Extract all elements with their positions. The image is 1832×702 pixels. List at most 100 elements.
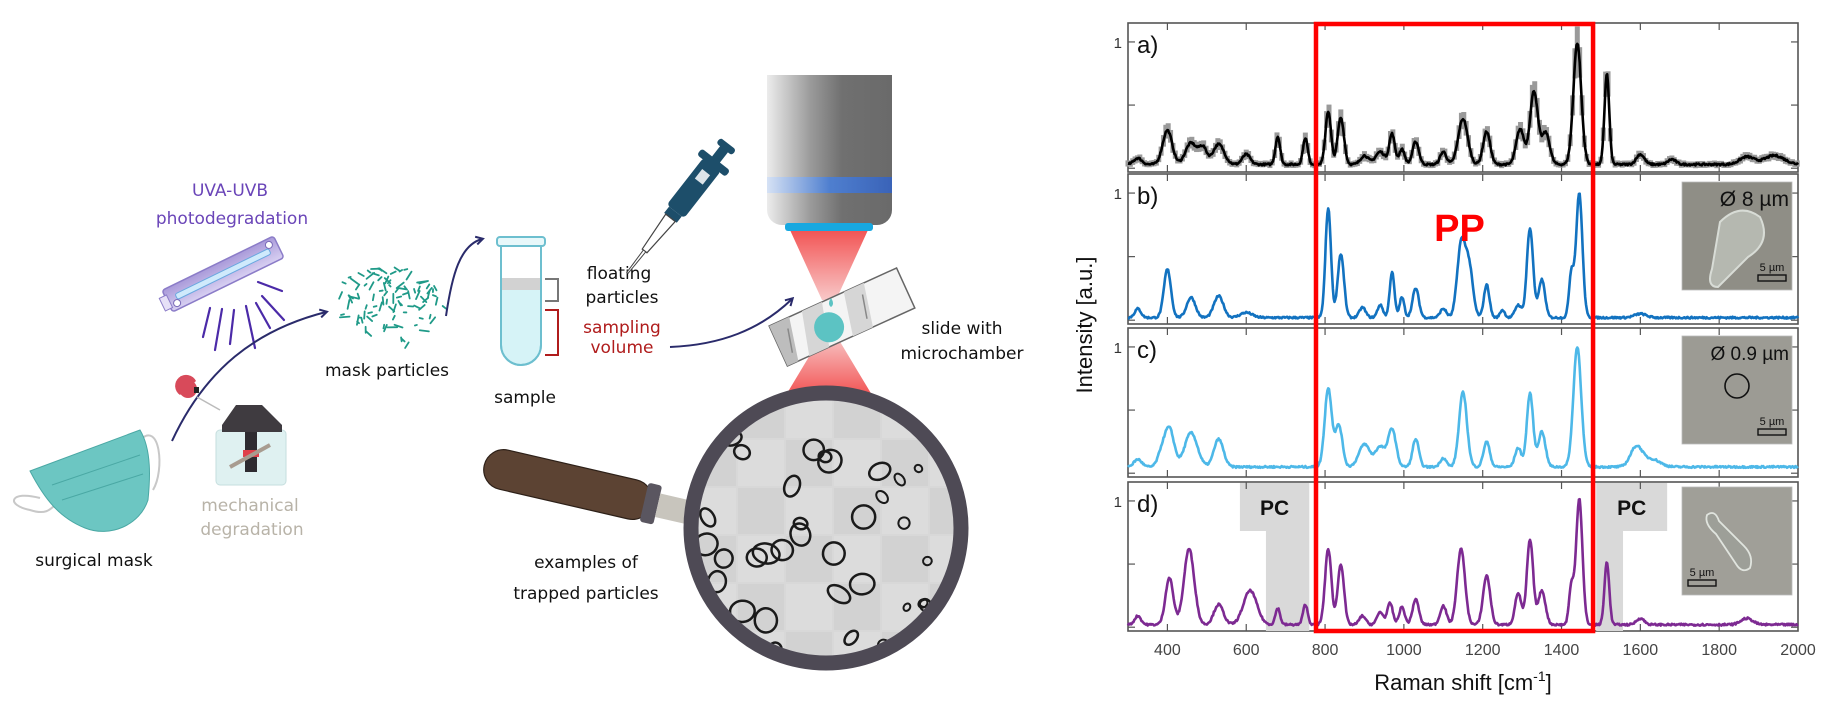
x-axis-label: Raman shift [cm-1] [1374,668,1552,695]
droplet-icon [829,298,833,307]
trapped-particle [732,443,752,461]
trapped-particle [792,516,809,531]
scale-bar-label: 5 µm [1760,416,1785,428]
panel-frame [1127,22,1799,173]
y-tick-label: 1 [1114,340,1122,357]
trapped-particle [913,463,924,474]
uv-label-line2: photodegradation [156,209,308,229]
y-tick-label: 1 [1114,35,1122,52]
panel-label: a) [1137,32,1158,59]
panel-a: 1 a) [1114,22,1800,173]
arrow-particles-to-sample [445,239,482,317]
trapped-particle [713,548,734,569]
x-tick-label: 1400 [1544,642,1580,659]
mask-particle [425,283,431,290]
trapped-particle [789,522,812,547]
mask-particle [399,302,403,307]
panel-b: 1 b) Ø 8 µm 5 µm [1114,173,1800,325]
mask-particle [393,323,404,329]
mask-particle [366,315,374,322]
mask-particle [395,295,403,299]
trapped-particle [893,472,906,487]
mask-particle [413,288,417,294]
mask-particles-label: mask particles [325,361,449,381]
trapped-particle [699,507,717,528]
mask-particle [356,320,360,325]
sample-tube-icon [496,236,546,366]
scale-bar-label: 5 µm [1760,262,1785,274]
mechanical-label-line1: mechanical [201,496,299,516]
trapped-particle [922,555,933,567]
mask-particle [434,296,439,306]
mask-particle [416,280,428,284]
scale-bar-label: 5 µm [1690,567,1715,579]
workflow-illustration: UVA-UVB photodegradation mechanical degr… [13,75,1024,671]
trapped-particle [698,532,719,557]
x-tick-label: 2000 [1780,642,1816,659]
mask-particle [338,291,343,300]
mask-particles-icon [338,266,447,349]
mask-particle [383,323,388,333]
laser-beam-top [790,230,868,300]
mask-particle [418,317,424,320]
mask-particle [381,296,385,306]
mask-particle [403,268,409,271]
lens-tile [882,488,928,534]
inset-micrograph-d: 5 µm [1681,486,1793,596]
pc-label: PC [1260,497,1289,520]
mask-particle [392,303,397,313]
spectrum-line-d [1126,497,1799,627]
pc-shaded-region [1239,483,1310,631]
inset-diameter-caption: Ø 8 µm [1720,188,1789,211]
pp-highlight-box [1313,21,1596,634]
inset-diameter-caption: Ø 0.9 µm [1710,344,1789,365]
trapped-particle [850,504,877,530]
panel-label: b) [1137,183,1158,210]
mask-particle [389,270,397,275]
mask-particle [415,290,421,301]
mask-particle [377,276,383,282]
mask-particle [395,281,405,289]
mask-particle [405,270,413,281]
microscope-objective-icon [767,75,892,231]
surgical-mask-label: surgical mask [35,551,153,571]
x-tick-label: 1600 [1623,642,1659,659]
surgical-mask-icon [13,429,161,532]
mask-particle [414,324,418,327]
arrow-mask-to-particles [171,312,326,442]
lens-tile [786,584,832,630]
mask-particle [413,304,422,310]
mask-particle [356,314,360,326]
mask-particle [355,283,361,291]
sampling-label-line2: volume [591,338,654,358]
mask-particle [365,330,373,337]
floating-label-line1: floating [587,264,651,284]
mask-particle [417,285,421,292]
scale-bar [1687,579,1717,587]
x-tick-label: 1800 [1701,642,1737,659]
mask-particle [400,336,403,343]
x-tick-label: 600 [1233,642,1260,659]
trapped-particle [848,572,876,596]
trapped-particle [902,602,912,612]
trapped-particle [802,438,826,462]
mask-particle [360,317,364,324]
mask-particle [378,267,388,275]
spectrum-line-c [1127,346,1799,470]
lens-tile [786,400,832,438]
mask-particle [433,285,438,292]
trapped-particle [770,538,795,562]
y-tick-label: 1 [1114,186,1122,203]
trapped-particle [745,547,768,568]
mask-particle [426,286,433,295]
mask-particle [349,277,359,285]
mask-particle [367,311,373,315]
mask-particle [386,279,392,285]
lens-tile [698,488,736,534]
arrow-sample-to-slide [669,299,792,348]
lens-tile [882,536,928,582]
mask-particle [340,313,345,316]
mask-particle [364,304,368,310]
x-tick-label: 800 [1312,642,1339,659]
